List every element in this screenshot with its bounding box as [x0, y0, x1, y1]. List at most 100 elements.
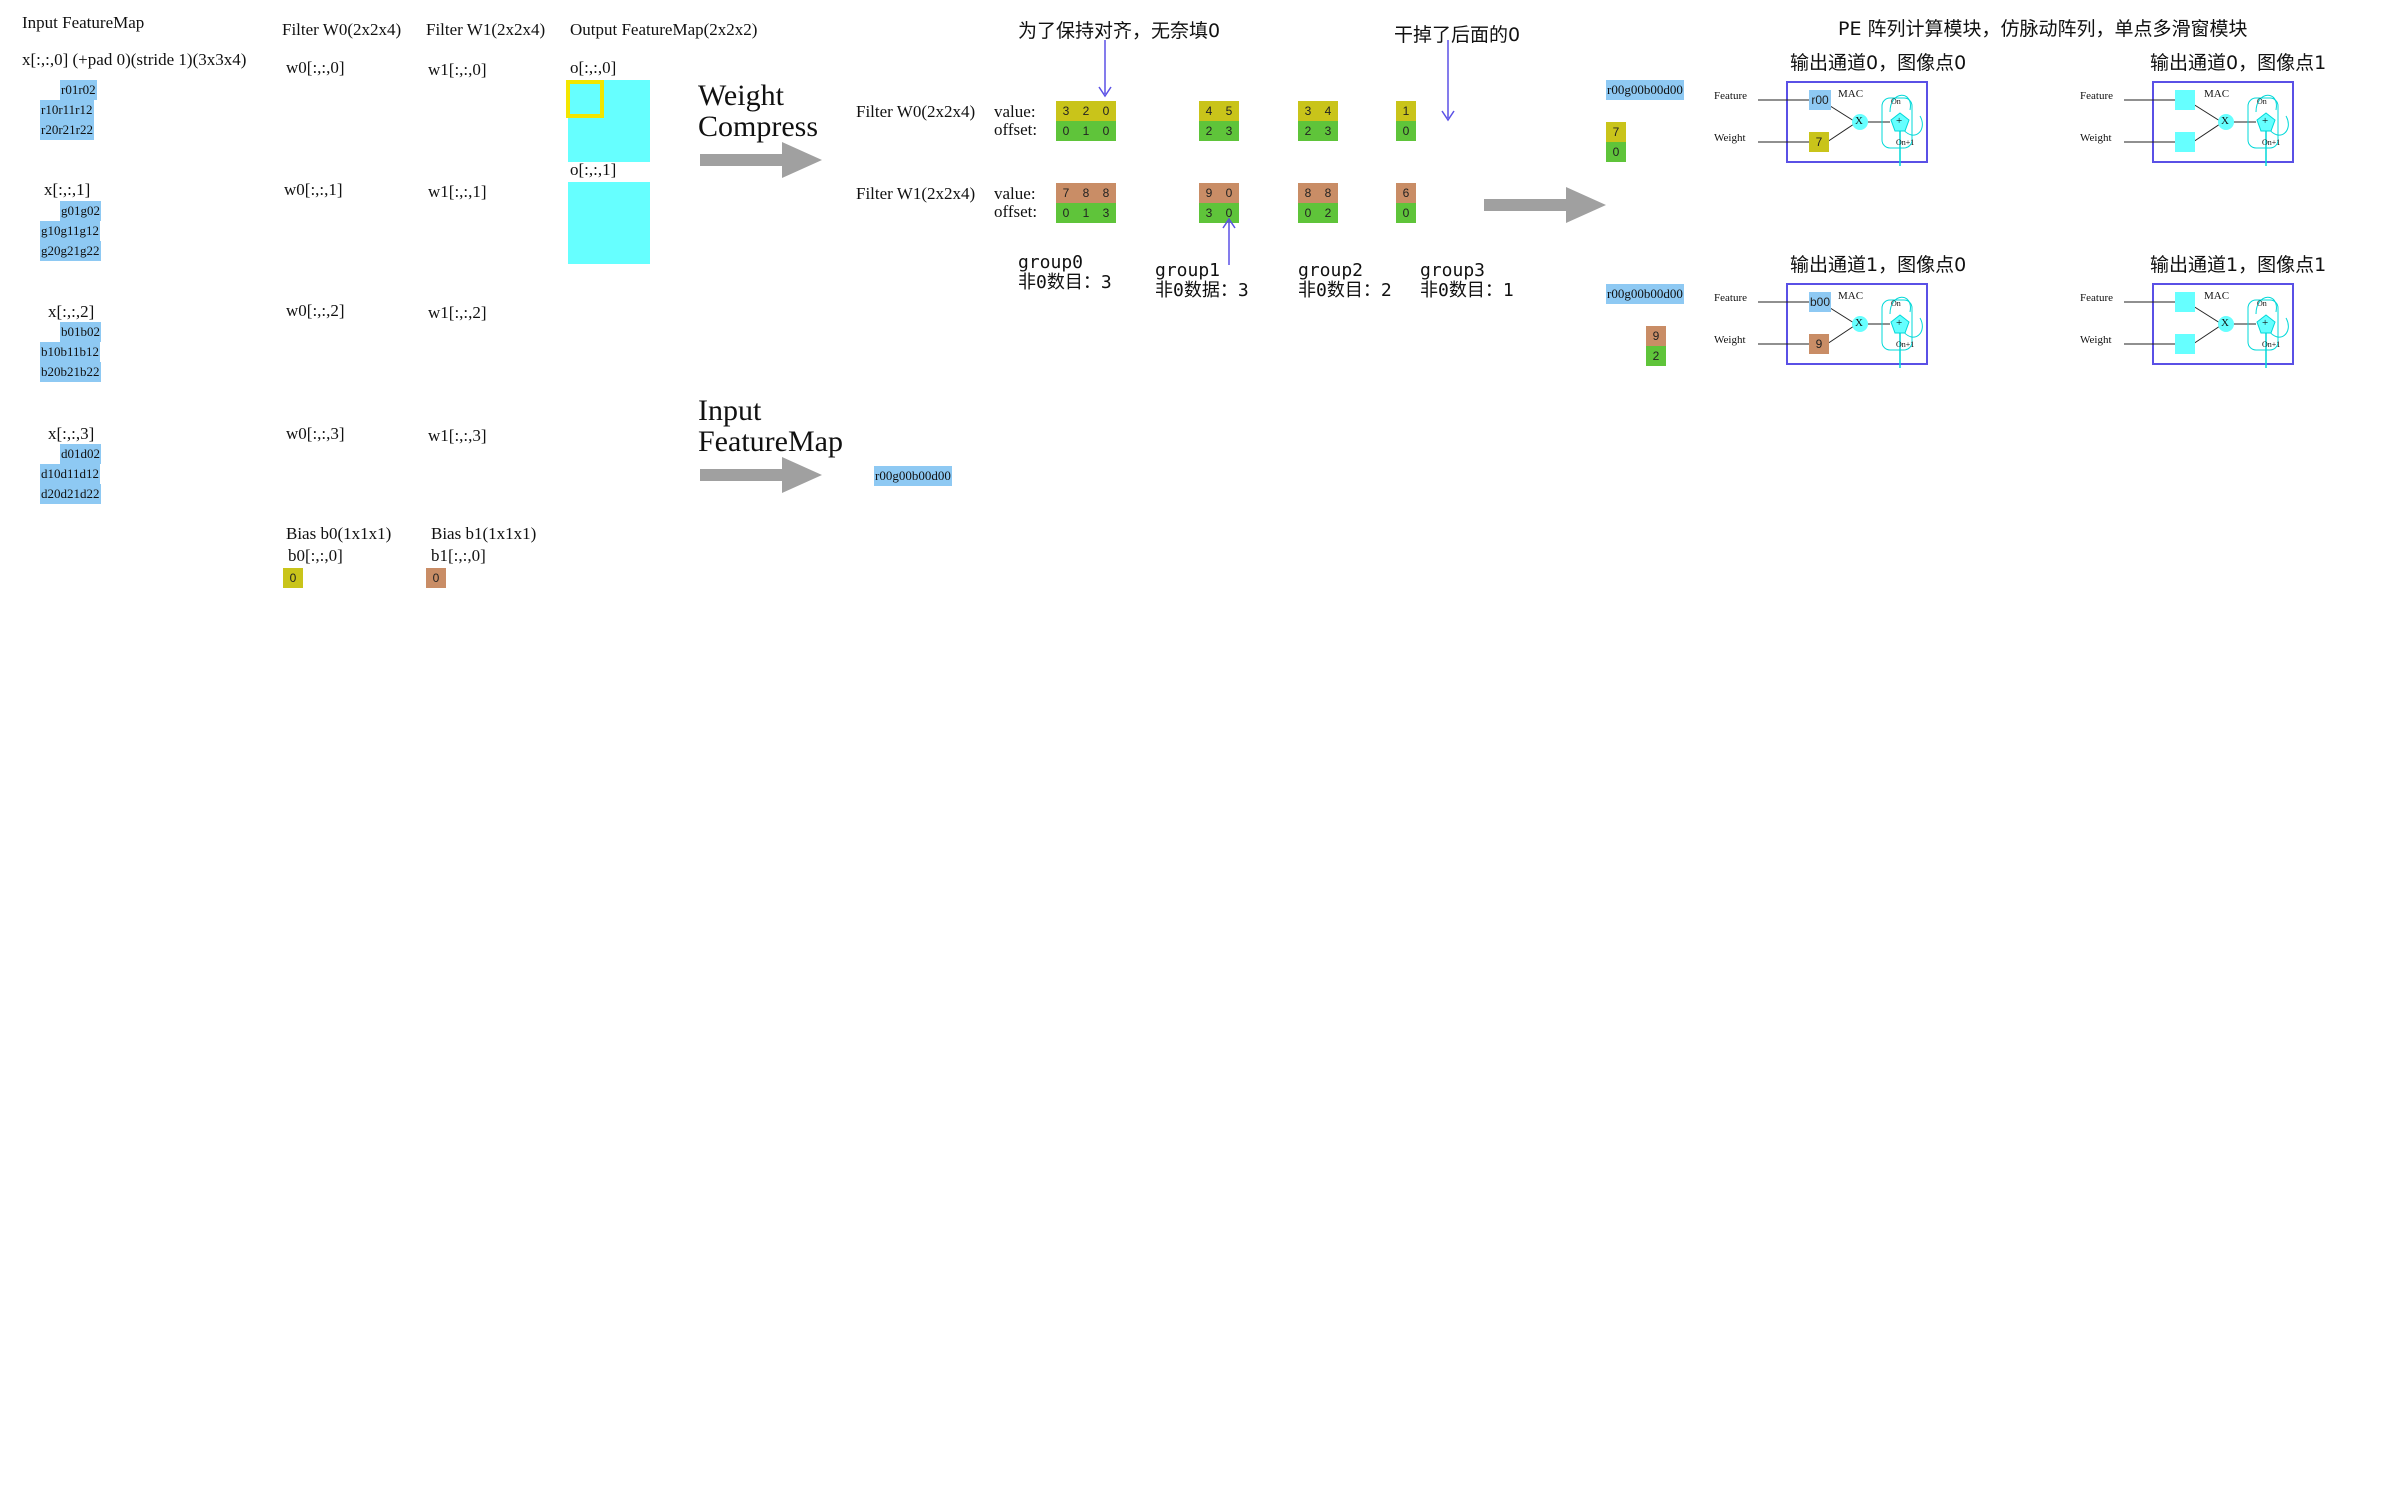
mac-label: MAC	[2204, 88, 2230, 100]
group0-count: 非0数目：3	[1018, 272, 1112, 293]
w0-slice-0: w0[:,:,0]	[286, 58, 345, 77]
w1-g2-value: 8	[1318, 183, 1338, 203]
w0-g0-value: 0	[1096, 101, 1116, 121]
x2-row-0: b01b02	[60, 322, 101, 342]
w1-g2-offset: 2	[1318, 203, 1338, 223]
w1-g1-value: 9	[1199, 183, 1219, 203]
x2-label: x[:,:,2]	[48, 302, 95, 321]
adder-icon: +	[1896, 115, 1903, 127]
pe-unit-3-wiring	[2124, 283, 2294, 368]
x0-row-0: r01r02	[60, 80, 97, 100]
pe-stack-top-offset: 0	[1606, 142, 1626, 162]
w0-g1-offset: 3	[1219, 121, 1239, 141]
w1-g0-offset: 1	[1076, 203, 1096, 223]
w1-g2-offset: 0	[1298, 203, 1318, 223]
input-featuremap-arrow-label-1: Input	[698, 394, 762, 427]
on1-label: On+1	[2262, 340, 2281, 349]
pe-unit-0-wiring	[1758, 81, 1928, 166]
bias-b0-value: 0	[283, 568, 303, 588]
mac-label: MAC	[2204, 290, 2230, 302]
w1-g3-value: 6	[1396, 183, 1416, 203]
group2-count: 非0数目：2	[1298, 280, 1392, 301]
output-o0-label: o[:,:,0]	[570, 58, 617, 77]
w1-g0-value: 7	[1056, 183, 1076, 203]
weight-label: Weight	[2080, 334, 2112, 346]
w1-slice-0: w1[:,:,0]	[428, 60, 487, 79]
w0-g1-value: 5	[1219, 101, 1239, 121]
w1-g0-offset: 3	[1096, 203, 1116, 223]
output-featuremap-title: Output FeatureMap(2x2x2)	[570, 20, 758, 39]
x1-row-2: g20g21g22	[40, 241, 101, 261]
pe-unit-3-weight-reg	[2175, 334, 2195, 354]
multiplier-icon: X	[1855, 317, 1863, 329]
pe-unit-2: Feature Weight b00 9 MAC X + On On+1	[1714, 282, 1934, 368]
group3-count: 非0数目：1	[1420, 280, 1514, 301]
x0-label: x[:,:,0] (+pad 0)(stride 1)(3x3x4)	[22, 50, 247, 69]
filter-w0-title: Filter W0(2x2x4)	[282, 20, 402, 39]
adder-icon: +	[2262, 115, 2269, 127]
output-o0-highlight	[566, 80, 604, 118]
weight-label: Weight	[2080, 132, 2112, 144]
w1-g0-value: 8	[1076, 183, 1096, 203]
bias-b1-title: Bias b1(1x1x1)	[431, 524, 537, 543]
compress-w1-offset-label: offset:	[994, 202, 1038, 221]
w0-g0-value: 2	[1076, 101, 1096, 121]
pe-unit-0-title: 输出通道0，图像点0	[1790, 52, 1967, 74]
x2-row-2: b20b21b22	[40, 362, 101, 382]
multiplier-icon: X	[2221, 317, 2229, 329]
pe-unit-0-weight-reg: 7	[1809, 132, 1829, 152]
group0-name: group0	[1018, 252, 1084, 273]
w1-slice-2: w1[:,:,2]	[428, 303, 487, 322]
x3-row-0: d01d02	[60, 444, 101, 464]
x1-label: x[:,:,1]	[44, 180, 91, 199]
output-o1-block	[568, 182, 650, 264]
w1-g1-offset: 0	[1219, 203, 1239, 223]
feature-label: Feature	[1714, 292, 1747, 304]
w1-slice-1: w1[:,:,1]	[428, 182, 487, 201]
note-align-arrow	[1098, 40, 1112, 98]
w0-slice-3: w0[:,:,3]	[286, 424, 345, 443]
w0-g1-offset: 2	[1199, 121, 1219, 141]
x0-row-2: r20r21r22	[40, 120, 94, 140]
on1-label: On+1	[1896, 138, 1915, 147]
on-label: On	[1891, 299, 1901, 308]
input-stream: r00g00b00d00	[874, 466, 952, 486]
pe-unit-2-wiring	[1758, 283, 1928, 368]
x1-row-1: g10g11g12	[40, 221, 101, 241]
pe-title: PE 阵列计算模块，仿脉动阵列，单点多滑窗模块	[1838, 18, 2248, 40]
bias-b1-slice: b1[:,:,0]	[431, 546, 486, 565]
x3-row-1: d10d11d12	[40, 464, 101, 484]
feature-label: Feature	[2080, 292, 2113, 304]
w0-slice-2: w0[:,:,2]	[286, 301, 345, 320]
compress-w1-value-label: value:	[994, 184, 1036, 203]
w0-g0-value: 3	[1056, 101, 1076, 121]
pe-unit-0: Feature Weight r00 7 MAC X + On On+1	[1714, 80, 1934, 166]
adder-icon: +	[2262, 317, 2269, 329]
pe-unit-1-wiring	[2124, 81, 2294, 166]
multiplier-icon: X	[1855, 115, 1863, 127]
pe-unit-2-weight-reg: 9	[1809, 334, 1829, 354]
output-o1-label: o[:,:,1]	[570, 160, 617, 179]
bias-b0-title: Bias b0(1x1x1)	[286, 524, 392, 543]
feature-label: Feature	[1714, 90, 1747, 102]
x0-row-1: r10r11r12	[40, 100, 94, 120]
group3-name: group3	[1420, 260, 1486, 281]
w1-g1-value: 0	[1219, 183, 1239, 203]
w0-g0-offset: 0	[1056, 121, 1076, 141]
w1-g0-offset: 0	[1056, 203, 1076, 223]
bias-b1-value: 0	[426, 568, 446, 588]
group1-name: group1	[1155, 260, 1221, 281]
on-label: On	[2257, 299, 2267, 308]
w1-g2-value: 8	[1298, 183, 1318, 203]
w0-g2-value: 3	[1298, 101, 1318, 121]
bias-b0-slice: b0[:,:,0]	[288, 546, 343, 565]
compress-w1-label: Filter W1(2x2x4)	[856, 184, 976, 203]
pe-unit-1-title: 输出通道0，图像点1	[2150, 52, 2327, 74]
x3-label: x[:,:,3]	[48, 424, 95, 443]
pe-unit-0-feature-reg: r00	[1809, 90, 1831, 110]
compress-w0-label: Filter W0(2x2x4)	[856, 102, 976, 121]
pe-unit-3: Feature Weight MAC X + On On+1	[2080, 282, 2300, 368]
mac-label: MAC	[1838, 290, 1864, 302]
weight-label: Weight	[1714, 334, 1746, 346]
pe-unit-2-feature-reg: b00	[1809, 292, 1831, 312]
